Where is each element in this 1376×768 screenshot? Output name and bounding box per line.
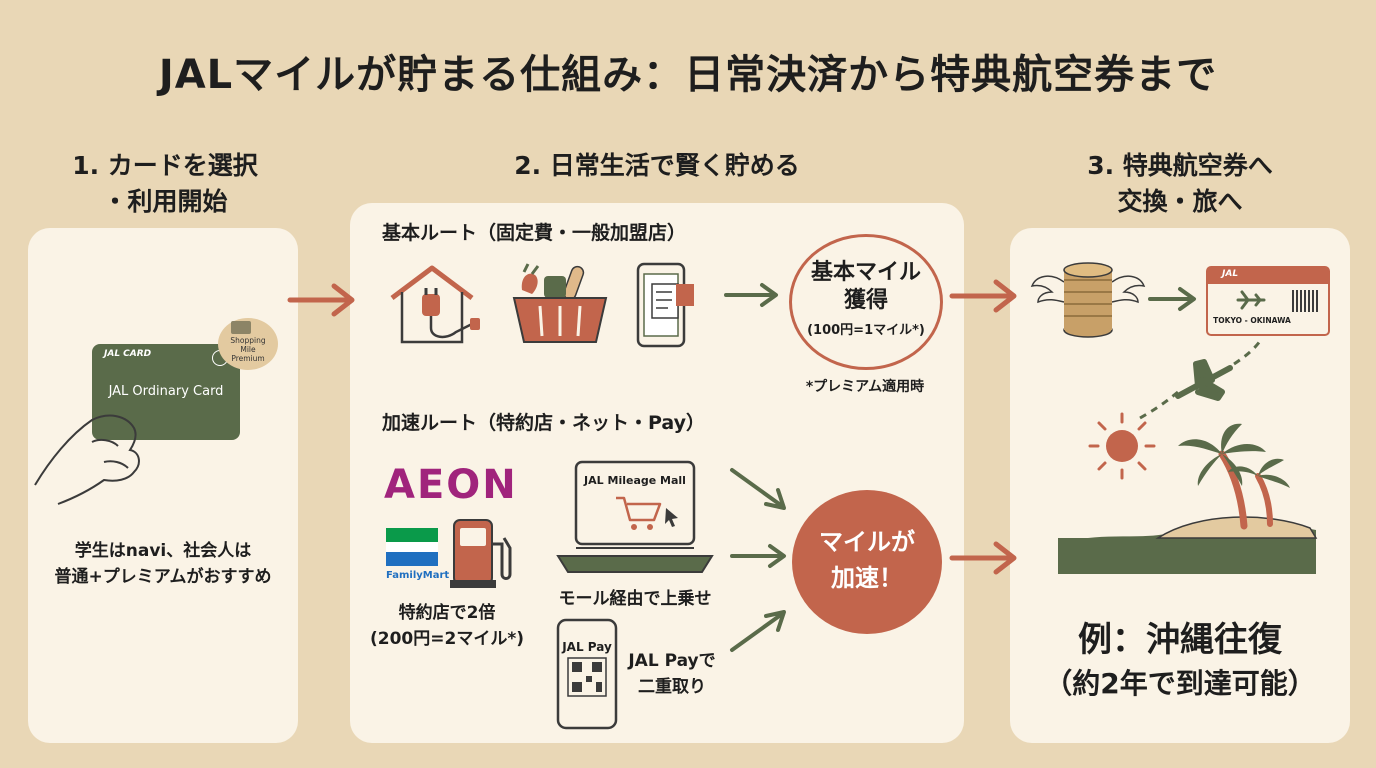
hand-holding-card-icon	[34, 414, 140, 505]
house-plug-icon	[390, 265, 480, 344]
boarding-ticket: JAL TOKYO - OKINAWA	[1206, 266, 1330, 336]
arrow-step1-to-step2-icon	[287, 283, 355, 317]
palm-island-icon	[1058, 423, 1318, 574]
airplane-flight-path-icon	[1139, 337, 1264, 420]
badge-line-2: Mile	[240, 345, 256, 354]
familymart-text: FamilyMart	[386, 570, 450, 581]
phone-receipt-icon	[636, 262, 694, 348]
ticket-barcode-icon	[1292, 290, 1320, 312]
card-name: JAL Ordinary Card	[108, 384, 224, 399]
arrow-basic-to-step3-icon	[949, 279, 1017, 313]
example-title: 例：沖縄往復	[1078, 620, 1282, 660]
familymart-logo: FamilyMart	[386, 528, 449, 584]
mall-text: モール経由で上乗せ	[558, 589, 712, 609]
example-subtitle: （約2年で到達可能）	[1044, 667, 1316, 700]
step3-heading: 3. 特典航空券へ 交換・旅へ	[1087, 151, 1273, 216]
winged-coins-icon	[1030, 262, 1146, 338]
arrow-to-basic-result-icon	[724, 283, 778, 307]
mall-title: JAL Mileage Mall	[584, 474, 686, 487]
badge-line-3: Premium	[231, 354, 265, 363]
badge-line-1: Shopping	[230, 336, 266, 345]
page-title: JALマイルが貯まる仕組み：日常決済から特典航空券まで	[158, 52, 1218, 98]
basic-result-rate: (100円=1マイル*)	[807, 323, 925, 338]
laptop-icon	[556, 460, 714, 573]
gas-pump-icon	[450, 519, 512, 588]
jal-pay-phone-icon	[556, 618, 618, 730]
premium-note: *プレミアム適用時	[805, 379, 925, 395]
basic-route-label: 基本ルート（固定費・一般加盟店）	[382, 222, 687, 244]
shopping-mile-premium-badge: Shopping Mile Premium	[218, 318, 278, 370]
jal-card: JAL CARD JAL Ordinary Card	[92, 344, 240, 440]
step1-heading: 1. カードを選択 ・利用開始	[72, 151, 258, 216]
grocery-basket-icon	[512, 263, 608, 343]
accel-result-text: マイルが 加速！	[819, 528, 915, 592]
arrows-to-accel-result-icon	[730, 468, 786, 652]
card-brand: JAL CARD	[104, 349, 152, 359]
step2-heading: 2. 日常生活で賢く貯める	[514, 151, 800, 180]
basic-result-title: 基本マイル 獲得	[810, 260, 921, 313]
basic-miles-circle: 基本マイル 獲得 (100円=1マイル*)	[789, 234, 943, 370]
accel-route-label: 加速ルート（特約店・ネット・Pay）	[382, 412, 706, 434]
ticket-plane-icon	[1236, 290, 1266, 310]
ticket-route: TOKYO - OKINAWA	[1213, 316, 1291, 325]
arrow-coins-to-ticket-icon	[1148, 287, 1196, 311]
sun-icon	[1088, 412, 1156, 480]
shopping-cart-icon	[616, 496, 678, 530]
step1-panel	[28, 228, 298, 743]
accel-miles-circle: マイルが 加速！	[792, 490, 942, 634]
partner-store-text: 特約店で2倍 (200円=2マイル*)	[370, 603, 524, 649]
ticket-brand: JAL	[1222, 269, 1239, 279]
arrow-accel-to-step3-icon	[949, 541, 1017, 575]
mini-card-icon	[231, 321, 251, 334]
pay-text: JAL Payで 二重取り	[628, 651, 716, 697]
card-recommendation: 学生はnavi、社会人は 普通+プレミアムがおすすめ	[54, 541, 272, 587]
aeon-logo: AEON	[384, 462, 518, 508]
pay-title: JAL Pay	[562, 640, 612, 654]
